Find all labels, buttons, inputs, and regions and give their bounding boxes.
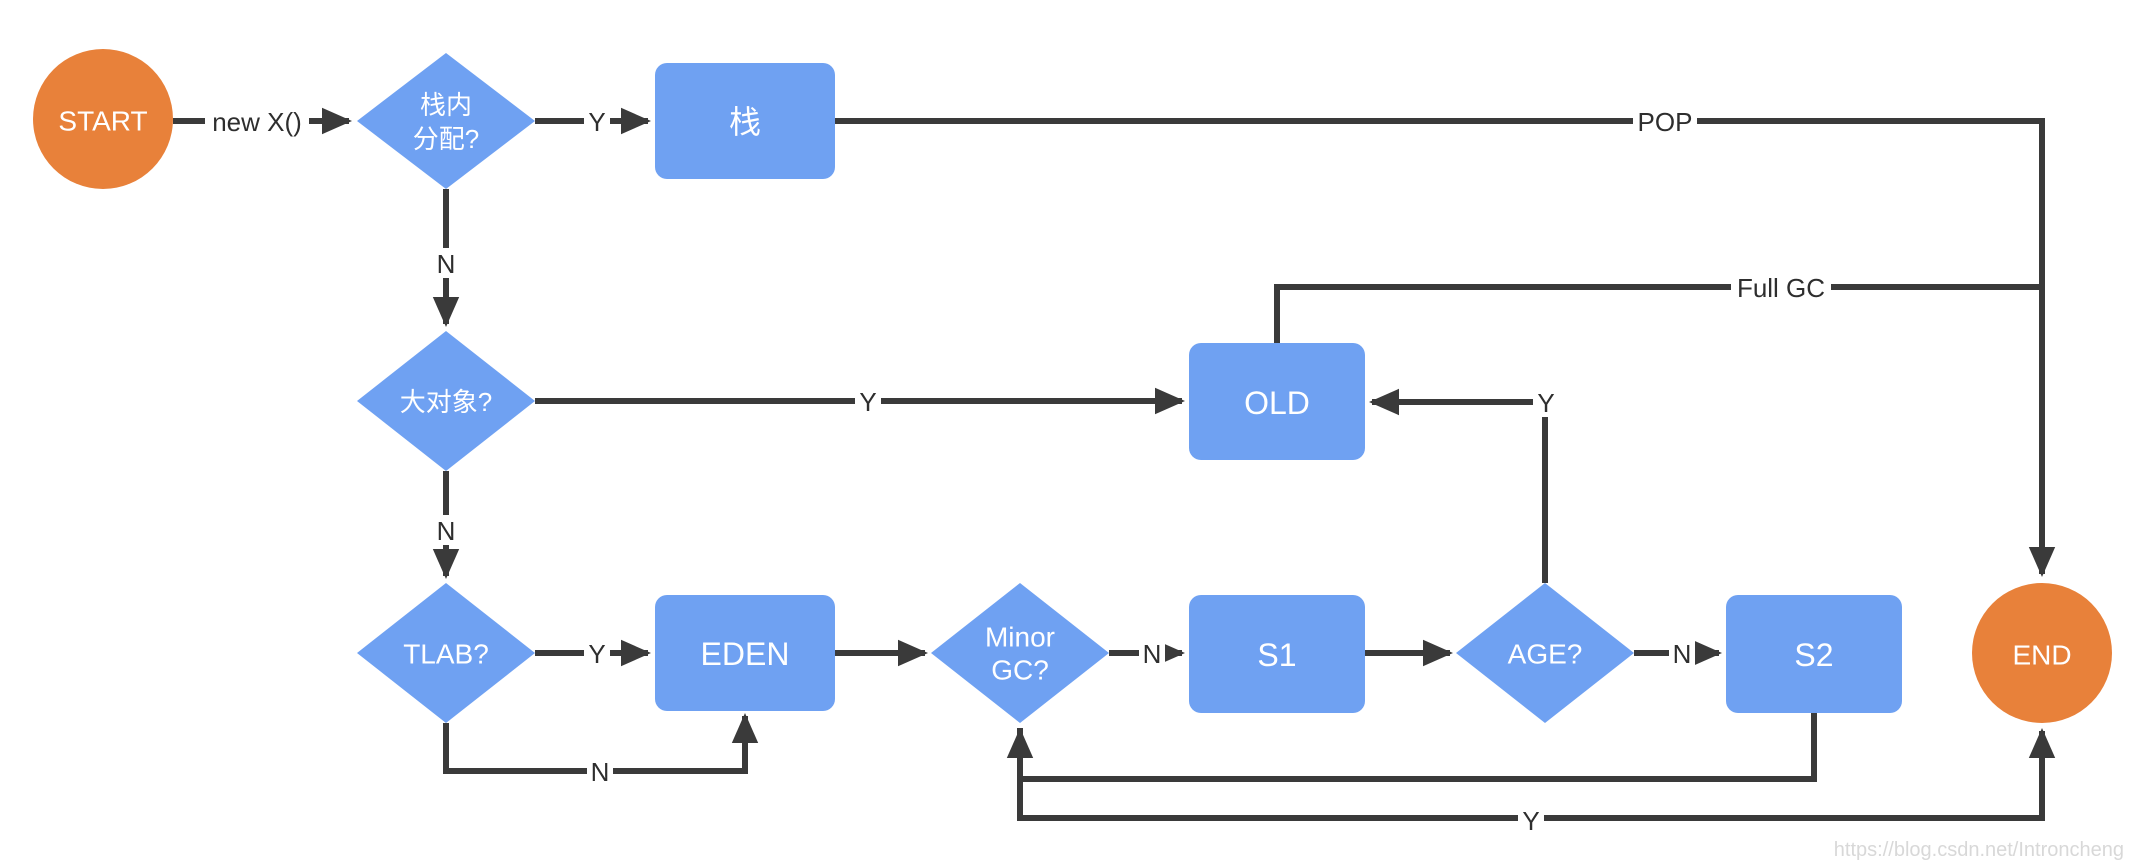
edge-label-text: Y	[588, 107, 605, 137]
node-tlab-decision: TLAB?	[357, 583, 535, 723]
edge-label-bg	[433, 248, 459, 278]
connector-stack-pop-to-end	[835, 118, 2056, 577]
node-start: START	[33, 49, 173, 189]
edge-label-bg	[1139, 638, 1165, 668]
node-stack-alloc-label-line1: 栈内	[420, 90, 472, 120]
node-stack: 栈	[655, 63, 835, 179]
edge-label-bg	[1731, 272, 1831, 302]
node-s2-label: S2	[1794, 637, 1833, 673]
node-stack-label: 栈	[729, 104, 761, 140]
edge-label-text: Y	[1537, 388, 1554, 418]
edge-label-text: N	[437, 249, 456, 279]
node-old-label: OLD	[1244, 385, 1310, 421]
edge-label-tlab-yes: Y	[584, 638, 610, 669]
edge-label-text: Y	[588, 639, 605, 669]
node-minor-gc-label-line2: GC?	[991, 655, 1049, 686]
node-age-decision: AGE?	[1456, 583, 1634, 723]
end-circle-shape	[1972, 583, 2112, 723]
edge-label-text: N	[437, 516, 456, 546]
node-minor-gc-label-line1: Minor	[985, 622, 1055, 653]
watermark-text: https://blog.csdn.net/Introncheng	[1834, 839, 2124, 861]
edge-label-large-object-no: N	[433, 515, 459, 546]
edge-labels: new X() Y POP N Y Full GC Y N	[205, 105, 1831, 836]
node-eden-label: EDEN	[701, 636, 790, 672]
stack-rect-shape	[655, 63, 835, 179]
edge-label-bg	[584, 106, 610, 136]
edge-label-bg	[587, 756, 613, 786]
edge-label-text: N	[1673, 639, 1692, 669]
edge-label-bg	[584, 638, 610, 668]
old-rect-shape	[1189, 343, 1365, 460]
node-stack-alloc-decision: 栈内 分配?	[357, 53, 535, 189]
edge-label-stack-alloc-yes: Y	[584, 106, 610, 137]
edge-label-new-x: new X()	[205, 105, 309, 137]
node-end-label: END	[2012, 640, 2071, 671]
edge-label-bg	[855, 386, 881, 416]
node-old: OLD	[1189, 343, 1365, 460]
edge-label-text: Y	[1522, 806, 1539, 836]
connector-old-full-gc-to-end	[1274, 284, 2042, 343]
s2-rect-shape	[1726, 595, 1902, 713]
node-tlab-label: TLAB?	[403, 639, 489, 670]
edge-label-text: N	[1143, 639, 1162, 669]
edge-label-bg	[1669, 638, 1695, 668]
s1-rect-shape	[1189, 595, 1365, 713]
node-start-label: START	[58, 106, 147, 137]
age-diamond-shape	[1456, 583, 1634, 723]
edge-label-text: Y	[859, 387, 876, 417]
edge-label-pop: POP	[1633, 106, 1697, 137]
eden-rect-shape	[655, 595, 835, 711]
node-large-object-decision: 大对象?	[357, 331, 535, 471]
large-object-diamond-shape	[357, 331, 535, 471]
node-stack-alloc-label-line2: 分配?	[413, 124, 479, 154]
edge-label-tlab-no: N	[587, 756, 613, 787]
nodes: START 栈内 分配? 栈 大对象? OLD TLAB? EDEN	[33, 49, 2112, 723]
edge-label-stack-alloc-no: N	[433, 248, 459, 279]
node-s1: S1	[1189, 595, 1365, 713]
node-eden: EDEN	[655, 595, 835, 711]
minor-gc-diamond-shape	[931, 583, 1109, 723]
node-large-object-label: 大对象?	[400, 387, 492, 417]
connector-minor-gc-yes-to-end	[1017, 728, 2056, 821]
edge-label-text: N	[591, 757, 610, 787]
tlab-diamond-shape	[357, 583, 535, 723]
edge-label-minor-gc-yes: Y	[1518, 805, 1544, 836]
node-s1-label: S1	[1257, 637, 1296, 673]
edge-label-full-gc: Full GC	[1731, 272, 1831, 303]
node-minor-gc-decision: Minor GC?	[931, 583, 1109, 723]
connector-s2-loop-to-minor-gc	[1006, 713, 1817, 782]
edge-label-text: Full GC	[1737, 273, 1825, 303]
node-end: END	[1972, 583, 2112, 723]
edge-label-age-to-old-yes: Y	[1533, 387, 1559, 418]
edge-label-bg	[1633, 106, 1697, 136]
edge-label-bg	[205, 105, 309, 137]
edge-label-text: POP	[1638, 107, 1693, 137]
edge-label-bg	[1533, 387, 1559, 417]
node-s2: S2	[1726, 595, 1902, 713]
edge-label-text: new X()	[212, 107, 302, 137]
node-age-label: AGE?	[1508, 639, 1583, 670]
start-circle-shape	[33, 49, 173, 189]
edge-label-age-no: N	[1669, 638, 1695, 669]
edge-label-minor-gc-no: N	[1139, 638, 1165, 669]
edge-label-bg	[1518, 805, 1544, 835]
edge-label-large-object-yes: Y	[855, 386, 881, 417]
connector-age-yes-to-old	[1369, 388, 1548, 583]
edge-label-bg	[433, 515, 459, 545]
stack-alloc-diamond-shape	[357, 53, 535, 189]
